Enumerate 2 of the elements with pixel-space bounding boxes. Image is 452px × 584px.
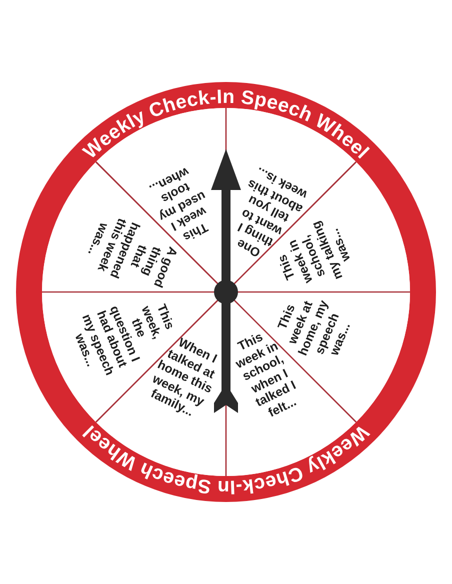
spinner-wheel	[16, 82, 436, 502]
sector-prompt: This week I used my tools when...	[147, 164, 210, 244]
